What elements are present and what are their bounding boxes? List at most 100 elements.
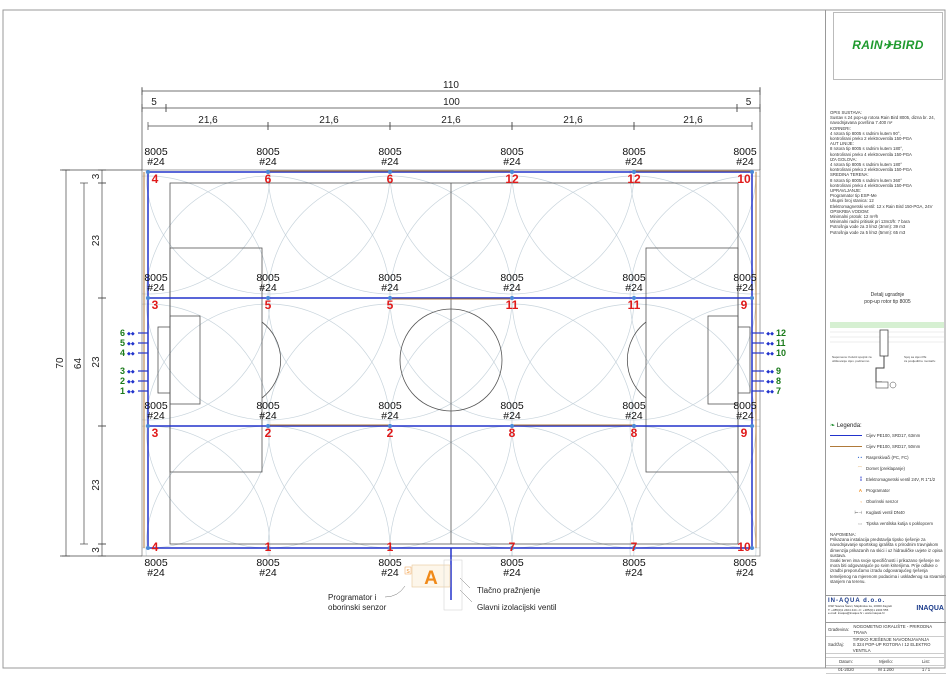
rain-bird-logo: RAIN✈BIRD (833, 12, 943, 80)
text-line: 4 rotora tip 8005 s radnim kutem 90°, (830, 130, 901, 136)
sprinkler-model: 8005 (256, 272, 280, 284)
sprinkler-nozzle: #24 (503, 156, 521, 168)
sprinkler-nozzle: #24 (381, 410, 399, 422)
sprinkler-model: 8005 (500, 272, 524, 284)
zone-number: 7 (509, 540, 516, 554)
sprinkler-nozzle: #24 (503, 410, 521, 422)
valve-number: 10 (776, 348, 786, 358)
zone-number: 4 (152, 540, 159, 554)
sprinkler-nozzle: #24 (736, 410, 754, 422)
legend-item: Kuglasti ventil DN40 (866, 509, 905, 515)
sprinkler-model: 8005 (378, 400, 402, 412)
sprinkler-nozzle: #24 (503, 282, 521, 294)
zone-number: 12 (627, 172, 641, 186)
sprinkler-nozzle: #24 (625, 156, 643, 168)
valve-icon: ◆◆ (127, 331, 135, 337)
text-line: Potrošnja vode za 5 l/m2 (5mm): 65 m3 (830, 229, 906, 235)
dimension-label: 21,6 (441, 115, 461, 126)
controller-icon: A (858, 487, 862, 493)
text-line: izradbi preporučamo izradu odgovarajućeg… (830, 568, 928, 574)
valve-icon: ◆◆ (766, 331, 774, 337)
zone-number: 3 (152, 426, 159, 440)
sprinkler-model: 8005 (733, 400, 757, 412)
text-line: SREDINA TERENA: (830, 172, 869, 178)
sprinkler-nozzle: #24 (259, 410, 277, 422)
sprinkler-icon (146, 296, 150, 300)
coverage-arc-icon: ⌒ (857, 465, 862, 471)
callout-leaders (384, 559, 473, 611)
valve-icon: ◆◆ (127, 389, 135, 395)
sprinkler-icon (750, 424, 754, 428)
zone-number: 4 (152, 172, 159, 186)
valve-icon: ◆◆ (766, 389, 774, 395)
title-block: IN-AQUA d.o.o. OSP Savica Šanci, Majdins… (826, 595, 946, 674)
text-line: Elektromagnetski ventil: 12 x Rain Bird … (830, 203, 933, 209)
sprinkler-icon (510, 424, 514, 428)
sprinkler-model: 8005 (622, 272, 646, 284)
dimension-label: 5 (746, 97, 752, 108)
sheet-value: 1 / 1 (921, 667, 931, 673)
valve-number: 7 (776, 386, 781, 396)
valve-number: 1 (120, 386, 125, 396)
sprinkler-nozzle: #24 (381, 567, 399, 579)
sprinkler-model: 8005 (256, 557, 280, 569)
text-line: stanjem na terenu. (830, 578, 866, 584)
valve-number: 12 (776, 328, 786, 338)
text-line: 4 rotora tip 8005 s radnim kutem 180° (830, 162, 902, 168)
pipe-network (138, 170, 764, 600)
zone-number: 8 (631, 426, 638, 440)
sprinkler-icon (146, 170, 150, 174)
text-line: Prikazana instalacija predstavlja tipsko… (830, 537, 926, 543)
sprinkler-model: 8005 (378, 146, 402, 158)
zone-number: 10 (737, 540, 751, 554)
valve-icon: ◆◆ (766, 341, 774, 347)
valve-box-icon: ▭ (857, 520, 862, 526)
dimension-label: 21,6 (198, 115, 218, 126)
text-line: KORNERI: (830, 125, 851, 131)
sprinkler-icon (632, 170, 636, 174)
notes: NAPOMENA:Prikazana instalacija predstavl… (830, 532, 946, 584)
title-panel: RAIN✈BIRD OPIS SUSTAVA:Sustav s 24 pop-u… (825, 10, 946, 674)
sprinkler-icon (750, 170, 754, 174)
rotor-detail-drawing: Napomena: Kolutić spojnik za oblikovanje… (830, 322, 944, 389)
valve-number: 9 (776, 366, 781, 376)
zone-number: 9 (741, 298, 748, 312)
zone-number: 11 (628, 298, 641, 312)
detail-title-line2: pop-up rotor tip 8005 (864, 299, 911, 305)
sprinkler-icon (266, 546, 270, 550)
sprinkler-icon (388, 170, 392, 174)
sprinkler-icon (750, 546, 754, 550)
sprinkler-nozzle: #24 (625, 567, 643, 579)
sprinkler-icon (632, 424, 636, 428)
text-line: 8 rotora tip 8005 s radnim kutem 360° (830, 177, 902, 183)
sprinkler-icon (510, 546, 514, 550)
sprinkler-nozzle: #24 (259, 567, 277, 579)
sprinkler-model: 8005 (144, 272, 168, 284)
dimension-label: 23 (91, 235, 102, 247)
sprinkler-model: 8005 (500, 146, 524, 158)
lateral-pipe-icon (830, 445, 862, 448)
legend-title: Legenda: (836, 423, 862, 429)
sprinkler-icon (632, 546, 636, 550)
sprinkler-nozzle: #24 (381, 156, 399, 168)
callout-drain: Tlačno pražnjenje (477, 586, 541, 595)
zone-number: 9 (741, 426, 748, 440)
sprinkler-model: 8005 (500, 557, 524, 569)
sprinkler-model: 8005 (622, 557, 646, 569)
sprinkler-nozzle: #24 (503, 567, 521, 579)
dimension-label: 70 (55, 357, 66, 369)
sprinkler-icon (266, 170, 270, 174)
sprinkler-nozzle: #24 (147, 410, 165, 422)
sprinkler-model: 8005 (144, 400, 168, 412)
controller[interactable]: A S (404, 564, 451, 589)
dimension-label: 21,6 (563, 115, 583, 126)
sprinkler-model: 8005 (500, 400, 524, 412)
ball-valve-icon: ⊢⊣ (854, 509, 863, 515)
text-line: OPIS SUSTAVA: (830, 110, 862, 115)
text-line: Programator tip ESP-Me (830, 193, 877, 199)
pitch-markings (141, 169, 761, 557)
detail-title: Detalj ugradnje pop-up rotor tip 8005 (830, 292, 945, 306)
zone-number: 3 (152, 298, 159, 312)
text-line: navodnjavanje sportskog igrališta s prir… (830, 542, 939, 548)
